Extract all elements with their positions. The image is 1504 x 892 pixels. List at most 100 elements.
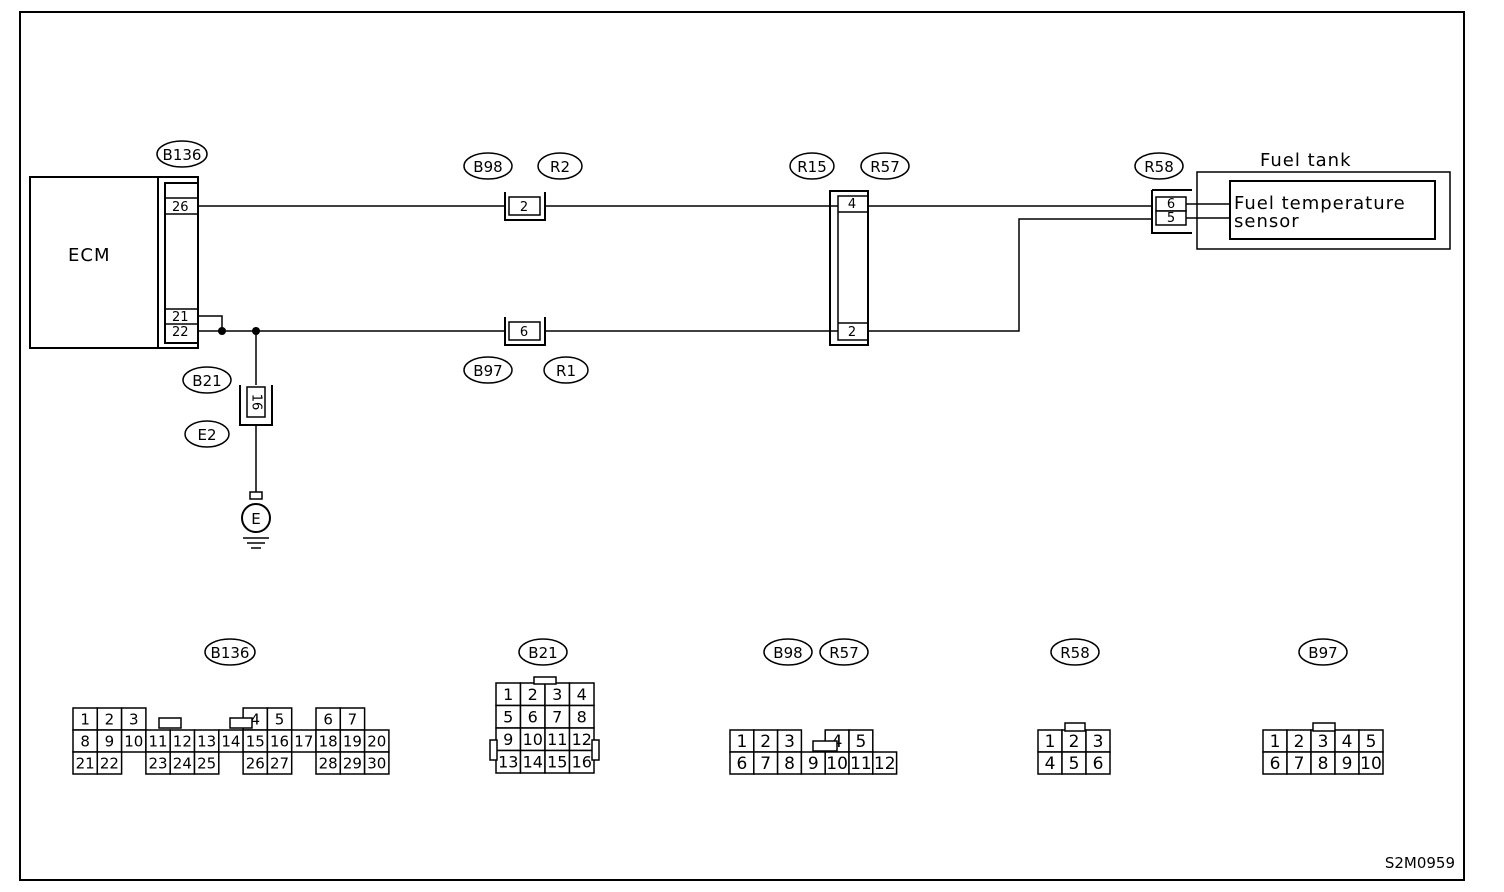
connector-pin-number: 2 [528, 685, 538, 704]
connector-pin-number: 7 [760, 754, 771, 774]
face-tag-b21-text: B21 [528, 644, 557, 662]
tag-b21 [182, 366, 232, 394]
connector-pin-number: 16 [572, 753, 592, 772]
conn-b98-r2-pin-text: 2 [520, 200, 528, 215]
connector-pin-number: 4 [250, 710, 260, 728]
connector-pin-number: 8 [577, 708, 587, 727]
conn-r58-pin-6: 6 [1167, 197, 1175, 212]
connector-pin-number: 25 [197, 754, 216, 772]
conn-r15-pin-2: 2 [848, 325, 856, 340]
connector-pin-number: 14 [221, 732, 240, 750]
tag-e2 [184, 420, 230, 448]
tag-b98 [463, 152, 513, 180]
connector-pin-number: 14 [523, 753, 543, 772]
tag-r1 [543, 356, 589, 384]
fuel-tank-label: Fuel tank [1260, 150, 1352, 171]
connector-pin-number: 2 [1069, 732, 1080, 752]
tag-r1-text: R1 [556, 362, 576, 380]
face-tag-r57 [819, 638, 869, 666]
connector-pin-number: 5 [503, 708, 513, 727]
connector-pin-number: 3 [1318, 732, 1329, 752]
connector-pin-number: 2 [105, 710, 115, 728]
connector-pin-number: 10 [826, 754, 848, 774]
connector-key-tab [1064, 722, 1086, 732]
conn-r15-pin-4: 4 [848, 197, 856, 212]
connector-pin-number: 10 [124, 732, 143, 750]
connector-pin-number: 6 [1270, 754, 1281, 774]
tag-r2 [537, 152, 583, 180]
ecm-pin-21: 21 [172, 310, 189, 325]
connector-pin-number: 8 [80, 732, 90, 750]
face-tag-b97 [1298, 638, 1348, 666]
connector-pin-number: 5 [1366, 732, 1377, 752]
ground-label: E [251, 510, 260, 528]
connector-pin-number: 6 [323, 710, 333, 728]
tag-r58-text: R58 [1144, 158, 1174, 176]
connector-pin-number: 11 [850, 754, 872, 774]
connector-pin-number: 13 [498, 753, 518, 772]
conn-r15-r57-inner [837, 195, 869, 341]
connector-cavity [568, 749, 595, 774]
connector-pin-number: 21 [76, 754, 95, 772]
fuel-tank-box [1196, 171, 1451, 250]
connector-key-tab [591, 739, 600, 761]
connector-pin-number: 4 [1045, 754, 1056, 774]
connector-pin-number: 8 [784, 754, 795, 774]
wire-r15-to-r58-pin5 [868, 218, 1152, 332]
conn-b97-r1-pin [508, 321, 541, 341]
connector-pin-number: 13 [197, 732, 216, 750]
face-tag-b21 [518, 638, 568, 666]
connector-pin-number: 15 [547, 753, 567, 772]
conn-r58-bracket [1151, 190, 1192, 234]
ecm-label: ECM [68, 245, 110, 266]
connector-pin-number: 12 [874, 754, 896, 774]
connector-pin-number: 18 [319, 732, 338, 750]
connector-pin-number: 10 [1360, 754, 1382, 774]
face-tag-b136-text: B136 [211, 644, 250, 662]
connector-cavity [96, 751, 123, 775]
connector-pin-number: 2 [760, 732, 771, 752]
connector-pin-number: 4 [1342, 732, 1353, 752]
conn-b21-e2-pin [246, 386, 266, 418]
tag-b97 [463, 356, 513, 384]
connector-pin-number: 6 [736, 754, 747, 774]
connector-pin-number: 1 [736, 732, 747, 752]
connector-pin-number: 1 [1045, 732, 1056, 752]
connector-pin-number: 22 [100, 754, 119, 772]
connector-pin-number: 27 [270, 754, 289, 772]
ecm-connector-b136 [164, 182, 199, 344]
face-tag-r57-text: R57 [829, 644, 859, 662]
tag-r57-text: R57 [870, 158, 900, 176]
figure-code: S2M0959 [1385, 854, 1455, 872]
connector-key-tab [1312, 722, 1336, 732]
connector-cavity [363, 751, 390, 775]
connector-pin-number: 20 [367, 732, 386, 750]
connector-cavity [266, 751, 293, 775]
face-tag-b136 [204, 638, 256, 666]
ground-stub [249, 491, 263, 500]
face-tag-r58 [1050, 638, 1100, 666]
connector-pin-number: 3 [552, 685, 562, 704]
conn-b21-e2-pin-text: 16 [249, 394, 264, 411]
connector-cavity [1358, 751, 1384, 775]
connector-pin-number: 11 [149, 732, 168, 750]
connector-pin-number: 24 [173, 754, 192, 772]
connector-pin-number: 7 [348, 710, 358, 728]
tag-b98-text: B98 [473, 158, 502, 176]
tag-b97-text: B97 [473, 362, 502, 380]
connector-pin-number: 10 [523, 730, 543, 749]
connector-key-tab [533, 676, 557, 685]
tag-r15 [789, 152, 835, 180]
conn-b97-r1-bracket [504, 317, 546, 346]
connector-cavity [872, 751, 898, 775]
connector-pin-number: 5 [1069, 754, 1080, 774]
diagram-frame [19, 11, 1465, 881]
connector-pin-number: 7 [552, 708, 562, 727]
face-tag-b97-text: B97 [1308, 644, 1337, 662]
fuel-temperature-sensor-box [1229, 180, 1436, 240]
conn-r15-r57-outer [829, 190, 869, 346]
connector-pin-number: 6 [528, 708, 538, 727]
